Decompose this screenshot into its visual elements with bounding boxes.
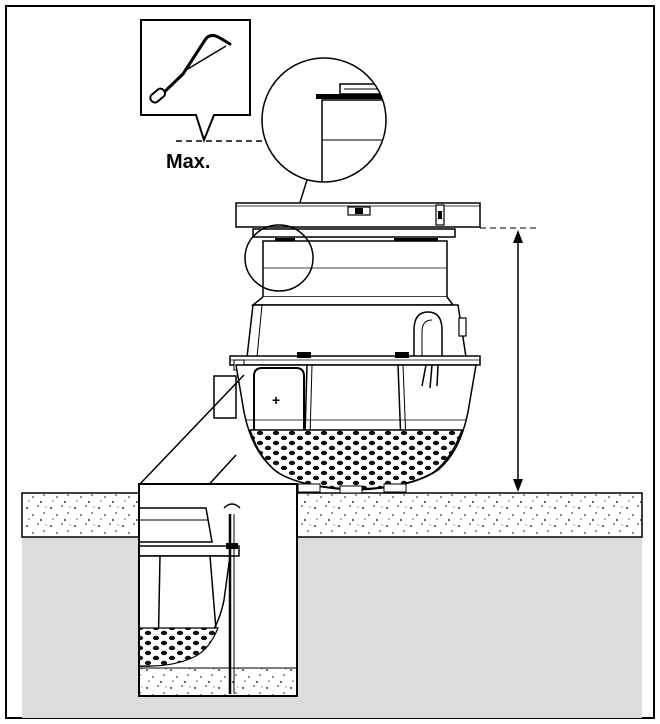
lid-handle-right: [394, 238, 438, 241]
height-dimension: [480, 227, 540, 492]
spirit-level-icon: [235, 202, 481, 228]
max-label: Max.: [166, 151, 210, 173]
anchor-detail-inset: [138, 483, 298, 697]
plus-mark: +: [272, 392, 280, 408]
chamber-body: +: [213, 304, 481, 494]
inset-leader-top: [139, 374, 245, 485]
ground: [21, 492, 643, 718]
concrete-grain: [23, 494, 641, 536]
soil-fill: [22, 537, 642, 718]
lid-handle-left: [275, 238, 295, 241]
saw-callout: [140, 19, 251, 143]
riser: [250, 240, 455, 306]
saw-callout-box: [140, 19, 251, 143]
hacksaw-icon: [149, 33, 232, 104]
lid-plate: [252, 228, 456, 238]
zoom-detail: [261, 57, 387, 183]
zoom-source-circle: [244, 224, 314, 292]
